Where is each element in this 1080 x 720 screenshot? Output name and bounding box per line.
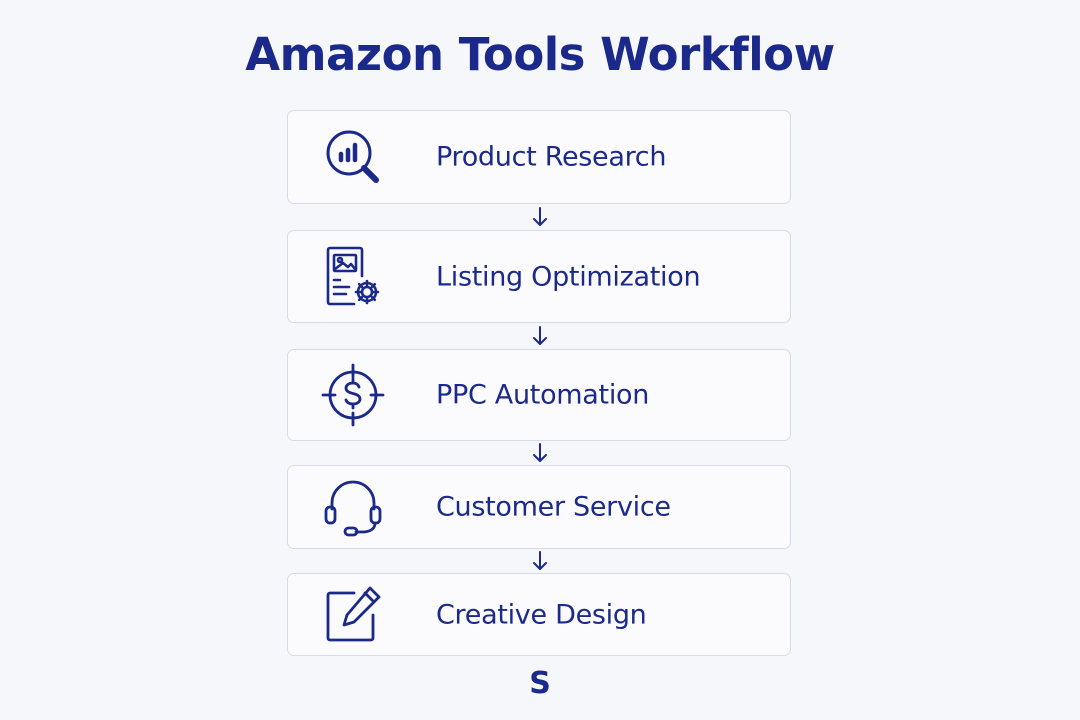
target-dollar-icon [318,360,388,430]
step-label: Customer Service [436,491,671,523]
step-label: PPC Automation [436,379,650,411]
step-listing-optimization: Listing Optimization [287,230,791,323]
document-gear-icon [318,242,388,312]
step-label: Creative Design [436,599,647,630]
arrow-down-icon [529,550,551,572]
headset-icon [318,472,388,542]
arrow-down-icon [529,206,551,228]
arrow-down-icon [529,325,551,347]
diagram-title: Amazon Tools Workflow [245,28,835,81]
magnifier-bar-chart-icon [318,122,388,192]
step-customer-service: Customer Service [287,465,791,549]
step-creative-design: Creative Design [287,573,791,656]
arrow-down-icon [529,442,551,464]
step-product-research: Product Research [287,110,791,204]
step-label: Listing Optimization [436,261,701,292]
step-ppc-automation: PPC Automation [287,349,791,441]
step-label: Product Research [436,141,667,173]
pencil-square-icon [318,580,388,650]
brand-logo: S [529,666,551,701]
